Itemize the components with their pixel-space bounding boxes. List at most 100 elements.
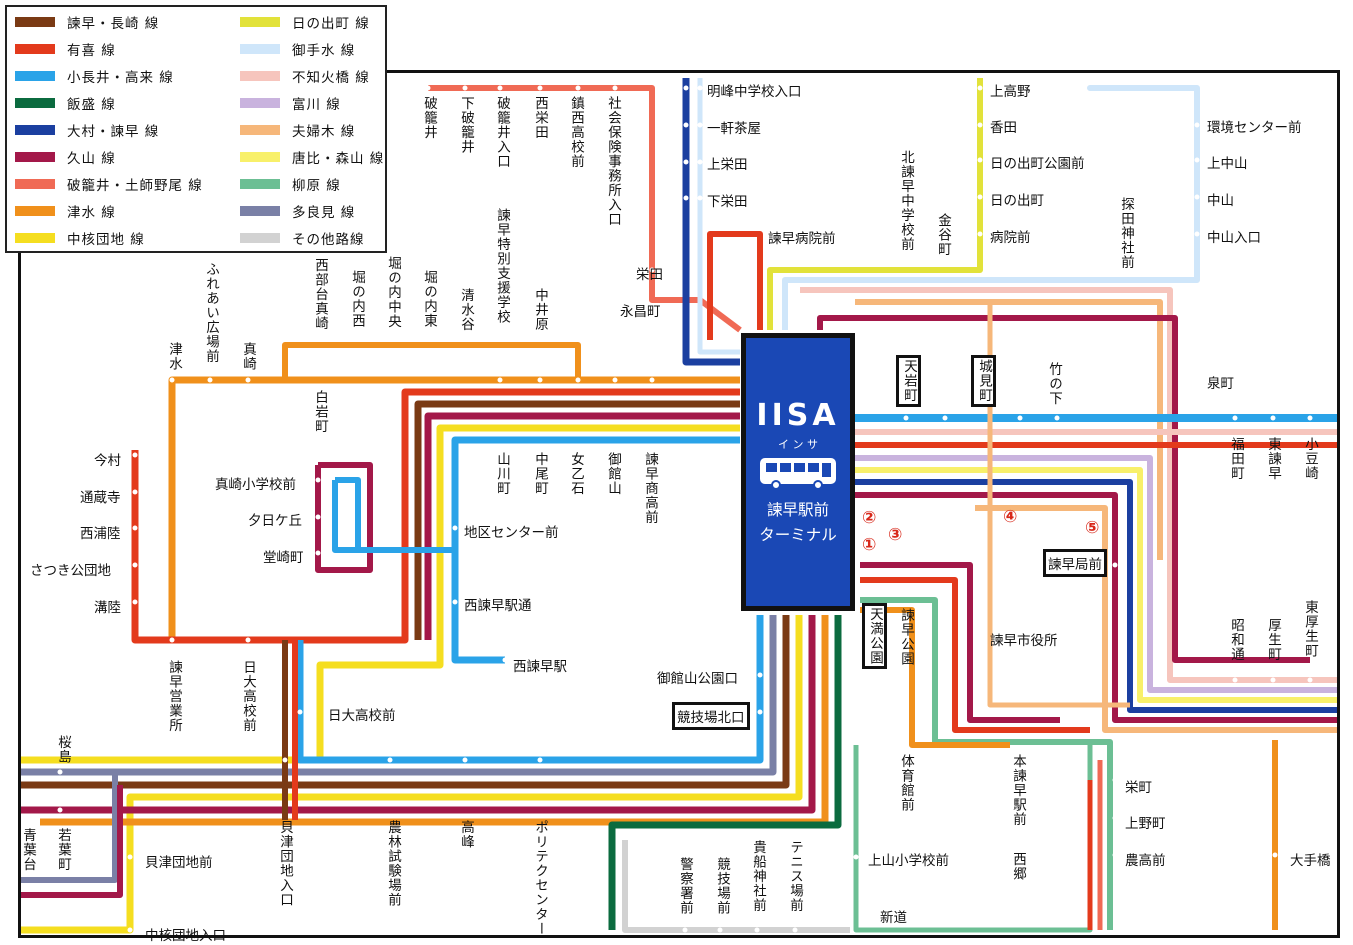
stop-label: 香田 <box>990 116 1017 136</box>
stop-label: 明峰中学校入口 <box>707 80 802 100</box>
stop-label-vertical: 堀の内東 <box>421 270 436 328</box>
legend-swatch <box>15 152 55 162</box>
legend-item: 飯盛 線 <box>15 93 116 113</box>
stop-label-vertical: 西栄田 <box>532 96 547 140</box>
stop-label-vertical: 清水谷 <box>458 288 473 332</box>
stop-label-vertical: 破籠井 <box>421 96 436 140</box>
stop-label-vertical: 鎮西高校前 <box>568 96 583 169</box>
stop-label-vertical: 北諫早中学校前 <box>898 150 913 252</box>
legend-item: 小長井・高来 線 <box>15 66 174 86</box>
stop-label-vertical: 白岩町 <box>312 390 327 434</box>
legend-item: 御手水 線 <box>240 39 355 59</box>
legend-swatch <box>240 152 280 162</box>
legend-swatch <box>15 71 55 81</box>
legend-label: 中核団地 線 <box>67 228 145 248</box>
legend-item: 有喜 線 <box>15 39 116 59</box>
stop-label-vertical: 昭和通 <box>1228 618 1243 662</box>
legend-swatch <box>15 206 55 216</box>
stop-label: 栄田 <box>636 263 663 283</box>
stop-label: 新道 <box>880 906 907 926</box>
stop-label: 堂崎町 <box>263 546 304 566</box>
legend-swatch <box>240 44 280 54</box>
stop-label-vertical: 探田神社前 <box>1118 197 1133 270</box>
stop-label-vertical: 競技場前 <box>714 857 729 915</box>
legend-label: 津水 線 <box>67 201 116 221</box>
stop-label: 環境センター前 <box>1207 116 1302 136</box>
stop-label: 農高前 <box>1125 849 1166 869</box>
stop-label-vertical: 諫早公園 <box>898 608 913 666</box>
legend-label: 飯盛 線 <box>67 93 116 113</box>
legend-label: 富川 線 <box>292 93 341 113</box>
stop-label-vertical: 山川町 <box>494 452 509 496</box>
legend-swatch <box>240 17 280 27</box>
stop-label: 永昌町 <box>620 300 661 320</box>
legend-item: 中核団地 線 <box>15 228 145 248</box>
stop-label: 今村 <box>94 449 121 469</box>
stop-label: 西諫早駅 <box>513 655 567 675</box>
stop-label: 上栄田 <box>707 153 748 173</box>
stop-label-vertical: 警察署前 <box>677 857 692 915</box>
stop-label-vertical-boxed: 天満公園 <box>862 603 887 669</box>
stop-label-vertical: ふれあい広場前 <box>203 262 218 364</box>
stop-label-vertical: 本諫早駅前 <box>1010 754 1025 827</box>
stop-label-vertical: 諫早商高前 <box>642 452 657 525</box>
stop-label-vertical: ポリテクセンター <box>532 820 547 936</box>
stop-label-vertical: 高峰 <box>458 820 473 849</box>
legend-label: その他路線 <box>292 228 365 248</box>
stop-label-vertical: 貝津団地入口 <box>277 820 292 907</box>
legend-item: 不知火橋 線 <box>240 66 370 86</box>
legend-item: 多良見 線 <box>240 201 355 221</box>
legend-swatch <box>15 98 55 108</box>
stop-label-vertical: 農林試験場前 <box>385 820 400 907</box>
legend-swatch <box>240 233 280 243</box>
legend-item: 諫早・長崎 線 <box>15 12 159 32</box>
stop-label-vertical: 金谷町 <box>935 213 950 257</box>
stop-label: 泉町 <box>1207 372 1234 392</box>
stop-label: 日大高校前 <box>328 704 396 724</box>
legend-swatch <box>240 125 280 135</box>
stop-label-vertical: 真崎 <box>240 342 255 371</box>
legend-item: 夫婦木 線 <box>240 120 355 140</box>
legend-label: 柳原 線 <box>292 174 341 194</box>
legend: 諫早・長崎 線有喜 線小長井・高来 線飯盛 線大村・諫早 線久山 線破籠井・土師… <box>5 5 387 253</box>
legend-label: 破籠井・土師野尾 線 <box>67 174 203 194</box>
legend-label: 御手水 線 <box>292 39 355 59</box>
legend-item: 津水 線 <box>15 201 116 221</box>
terminal-block[interactable]: IISA イ ン サ 諫早駅前 ターミナル <box>741 333 855 611</box>
legend-label: 日の出町 線 <box>292 12 370 32</box>
legend-label: 大村・諫早 線 <box>67 120 159 140</box>
stop-label-vertical: テニス場前 <box>787 840 802 913</box>
platform-number-1: ① <box>862 535 876 555</box>
stop-label: 溝陸 <box>94 596 121 616</box>
legend-swatch <box>15 17 55 27</box>
legend-item: 破籠井・土師野尾 線 <box>15 174 203 194</box>
stop-label: 上山小学校前 <box>868 849 949 869</box>
stop-label-vertical: 西郷 <box>1010 852 1025 881</box>
stop-label-vertical: 桜島 <box>55 735 70 764</box>
stop-label-vertical: 女乙石 <box>568 452 583 496</box>
legend-label: 夫婦木 線 <box>292 120 355 140</box>
stop-label: 西諫早駅通 <box>464 594 532 614</box>
stop-label: 上野町 <box>1125 812 1166 832</box>
legend-swatch <box>15 233 55 243</box>
terminal-logo-kana: イ ン サ <box>746 436 850 452</box>
stop-label-vertical: 福田町 <box>1228 437 1243 481</box>
stop-label-vertical: 中尾町 <box>532 452 547 496</box>
legend-item: 久山 線 <box>15 147 116 167</box>
stop-label: 中山入口 <box>1207 226 1261 246</box>
stop-label: 地区センター前 <box>464 521 559 541</box>
stop-label-vertical: 青葉台 <box>20 828 35 872</box>
stop-label-vertical: 堀の内中央 <box>385 256 400 329</box>
stop-label: 諫早市役所 <box>990 629 1058 649</box>
stop-label-boxed: 諫早局前 <box>1043 549 1107 577</box>
stop-label: 病院前 <box>990 226 1031 246</box>
stop-label: さつき公団地 <box>30 559 111 579</box>
stop-label-vertical-boxed: 天岩町 <box>896 355 921 407</box>
legend-item: 富川 線 <box>240 93 341 113</box>
stop-label-vertical: 諫早特別支援学校 <box>494 208 509 324</box>
stop-label-vertical: 小豆崎 <box>1302 437 1317 481</box>
legend-swatch <box>15 125 55 135</box>
platform-number-4: ④ <box>1003 507 1017 527</box>
stop-label-vertical: 日大高校前 <box>240 660 255 733</box>
stop-label: 真崎小学校前 <box>215 473 296 493</box>
